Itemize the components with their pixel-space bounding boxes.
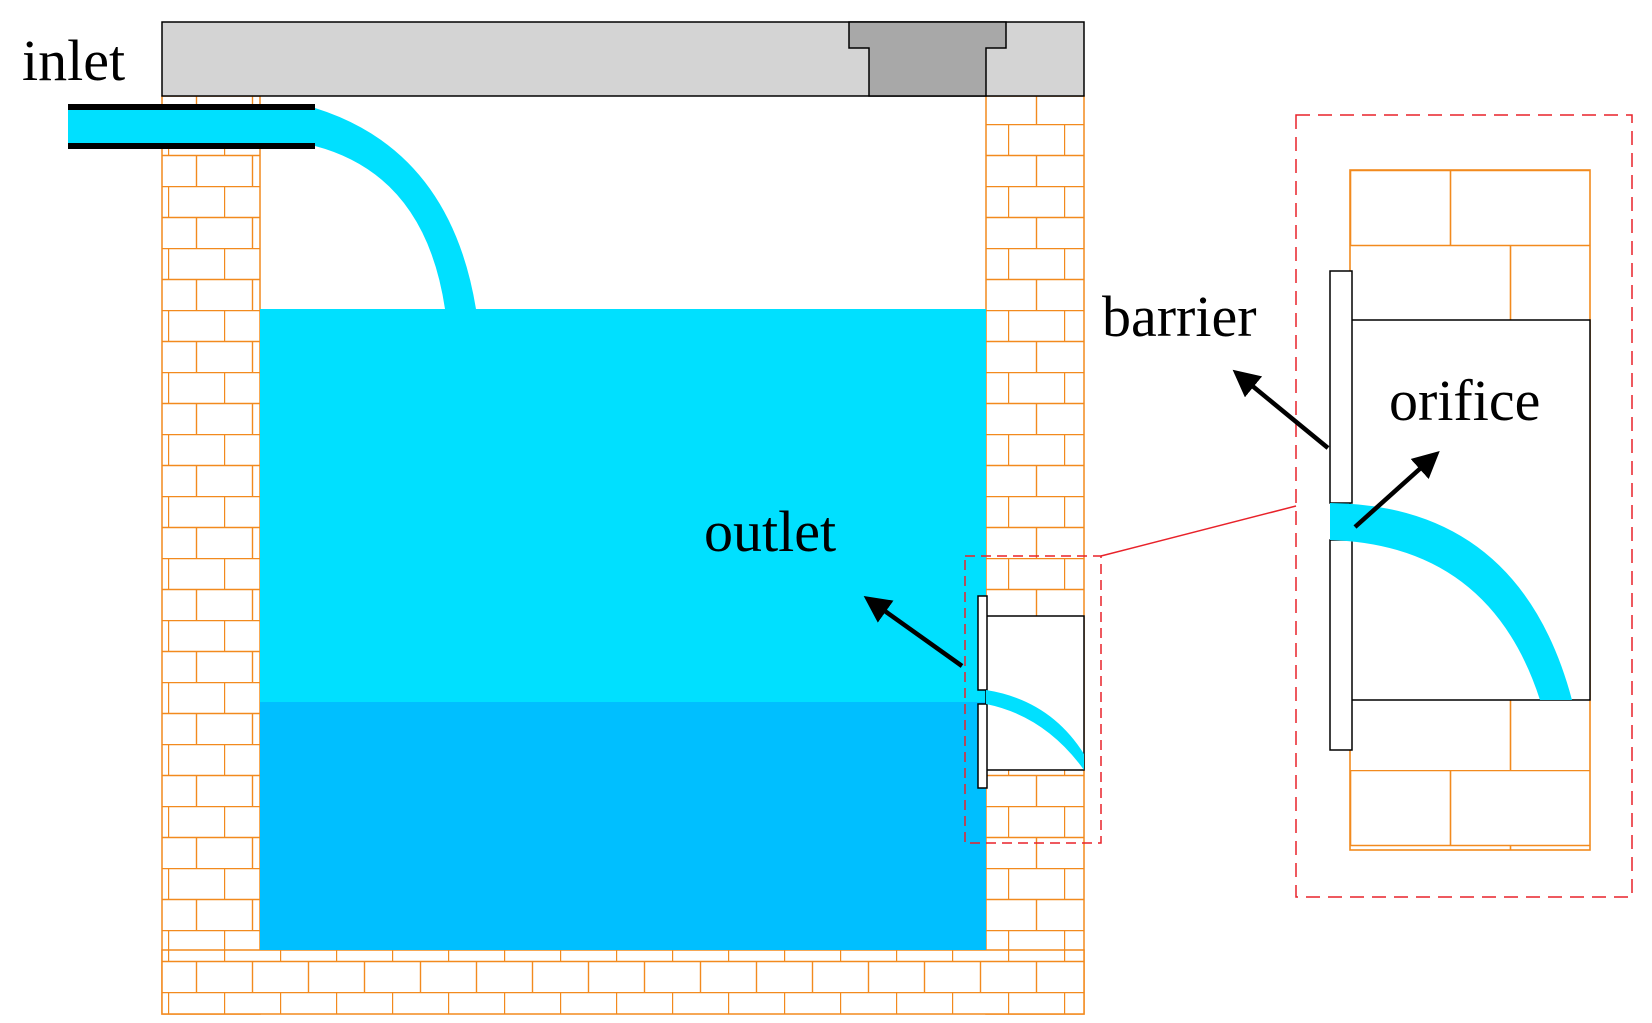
inlet-water-jet-icon [315, 108, 476, 309]
water-upper-layer [260, 309, 986, 702]
barrier-label: barrier [1102, 284, 1257, 349]
water-lower-layer [260, 702, 986, 950]
manhole-cover-icon [848, 21, 1007, 97]
right-brick-wall [985, 95, 1085, 1015]
left-brick-wall [161, 95, 261, 1015]
detail-barrier-top-icon [1329, 270, 1353, 504]
inlet-pipe-icon [68, 104, 315, 149]
outlet-arrow-icon [863, 595, 964, 668]
orifice-detail [1295, 114, 1633, 898]
barrier-arrow-icon [1232, 369, 1330, 450]
inlet-label: inlet [22, 28, 125, 93]
detail-barrier-bottom-icon [1329, 539, 1353, 751]
pointer-arrows [863, 369, 1440, 668]
zoom-connector-line [1100, 505, 1297, 557]
outlet-barrier-bottom-icon [977, 703, 988, 789]
tank [68, 21, 1102, 1015]
outlet-water-jet-icon [986, 690, 1084, 770]
orifice-label: orifice [1389, 368, 1540, 433]
outlet-label: outlet [704, 499, 836, 564]
bottom-brick-floor [161, 949, 1085, 1015]
detail-zoom-frame [1295, 114, 1633, 898]
outlet-barrier-top-icon [977, 595, 988, 691]
outlet-zoom-frame [964, 555, 1102, 844]
orifice-arrow-icon [1353, 450, 1440, 529]
detail-orifice-jet-icon [1330, 503, 1572, 700]
